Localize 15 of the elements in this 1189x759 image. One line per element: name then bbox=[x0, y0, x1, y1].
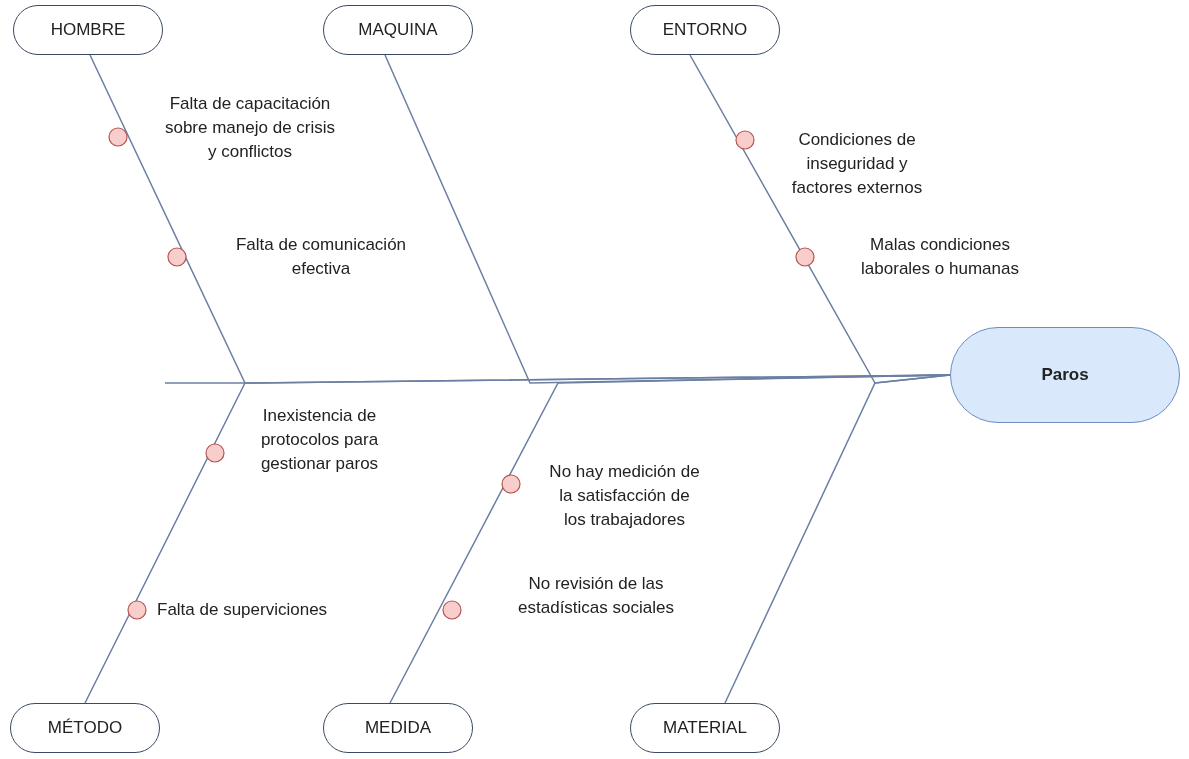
category-box: ENTORNO bbox=[630, 5, 780, 55]
cause-text: No revisión de las estadísticas sociales bbox=[517, 573, 675, 619]
cause-text: Falta de comunicación efectiva bbox=[234, 234, 408, 280]
category-box: HOMBRE bbox=[13, 5, 163, 55]
category-box: MÉTODO bbox=[10, 703, 160, 753]
cause-text: No hay medición de la satisfacción de los trabajadores bbox=[548, 461, 701, 531]
cause-text: Inexistencia de protocolos para gestionar paros bbox=[259, 405, 380, 475]
category-box: MAQUINA bbox=[323, 5, 473, 55]
cause-text: Falta de superviciones bbox=[157, 599, 328, 621]
cause-text: Falta de capacitación sobre manejo de crisis y conflictos bbox=[163, 93, 337, 163]
category-box: MEDIDA bbox=[323, 703, 473, 753]
cause-text: Condiciones de inseguridad y factores externos bbox=[790, 129, 924, 199]
cause-text: Malas condiciones laborales o humanas bbox=[860, 234, 1020, 280]
category-box: MATERIAL bbox=[630, 703, 780, 753]
effect-box: Paros bbox=[950, 327, 1180, 423]
